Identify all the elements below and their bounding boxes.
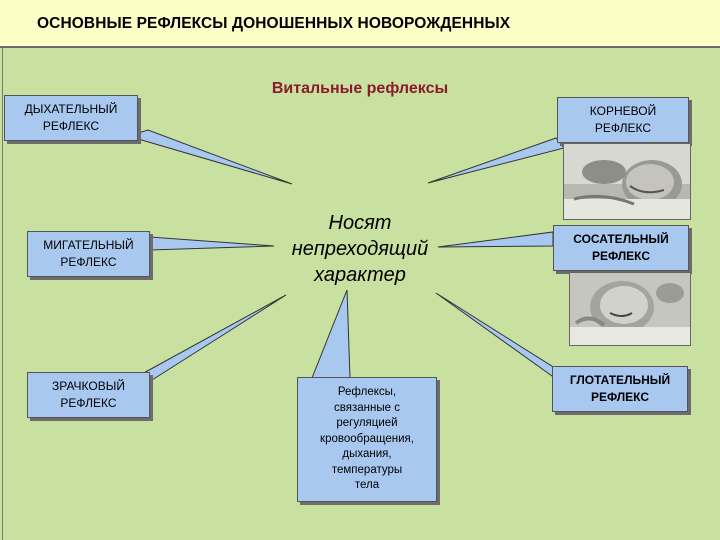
callout-pupil xyxy=(138,294,287,381)
box-sucking-reflex: СОСАТЕЛЬНЫЙ РЕФЛЕКС xyxy=(553,225,689,271)
callout-rooting xyxy=(427,137,565,184)
infant-photo-sucking xyxy=(569,272,691,346)
center-label: Носят непреходящий характер xyxy=(291,212,429,286)
box-swallowing-reflex: ГЛОТАТЕЛЬНЫЙ РЕФЛЕКС xyxy=(552,366,688,412)
subtitle: Витальные рефлексы xyxy=(271,80,449,97)
callout-blinking xyxy=(149,236,275,251)
slide-title: ОСНОВНЫЕ РЕФЛЕКСЫ ДОНОШЕННЫХ НОВОРОЖДЕНН… xyxy=(37,15,511,32)
infant-photo-rooting xyxy=(563,143,691,220)
title-bar: ОСНОВНЫЕ РЕФЛЕКСЫ ДОНОШЕННЫХ НОВОРОЖДЕНН… xyxy=(0,0,720,48)
box-blinking-reflex: МИГАТЕЛЬНЫЙ РЕФЛЕКС xyxy=(27,231,150,277)
box-breathing-reflex: ДЫХАТЕЛЬНЫЙ РЕФЛЕКС xyxy=(4,95,138,141)
left-divider xyxy=(2,48,3,540)
callout-breathing xyxy=(126,129,293,185)
callout-swallowing xyxy=(435,292,559,377)
box-vital-regulation: Рефлексы, связанные с регуляцией кровооб… xyxy=(297,377,437,502)
box-pupil-reflex: ЗРАЧКОВЫЙ РЕФЛЕКС xyxy=(27,372,150,418)
box-rooting-reflex: КОРНЕВОЙ РЕФЛЕКС xyxy=(557,97,689,143)
callout-vital xyxy=(311,289,351,379)
